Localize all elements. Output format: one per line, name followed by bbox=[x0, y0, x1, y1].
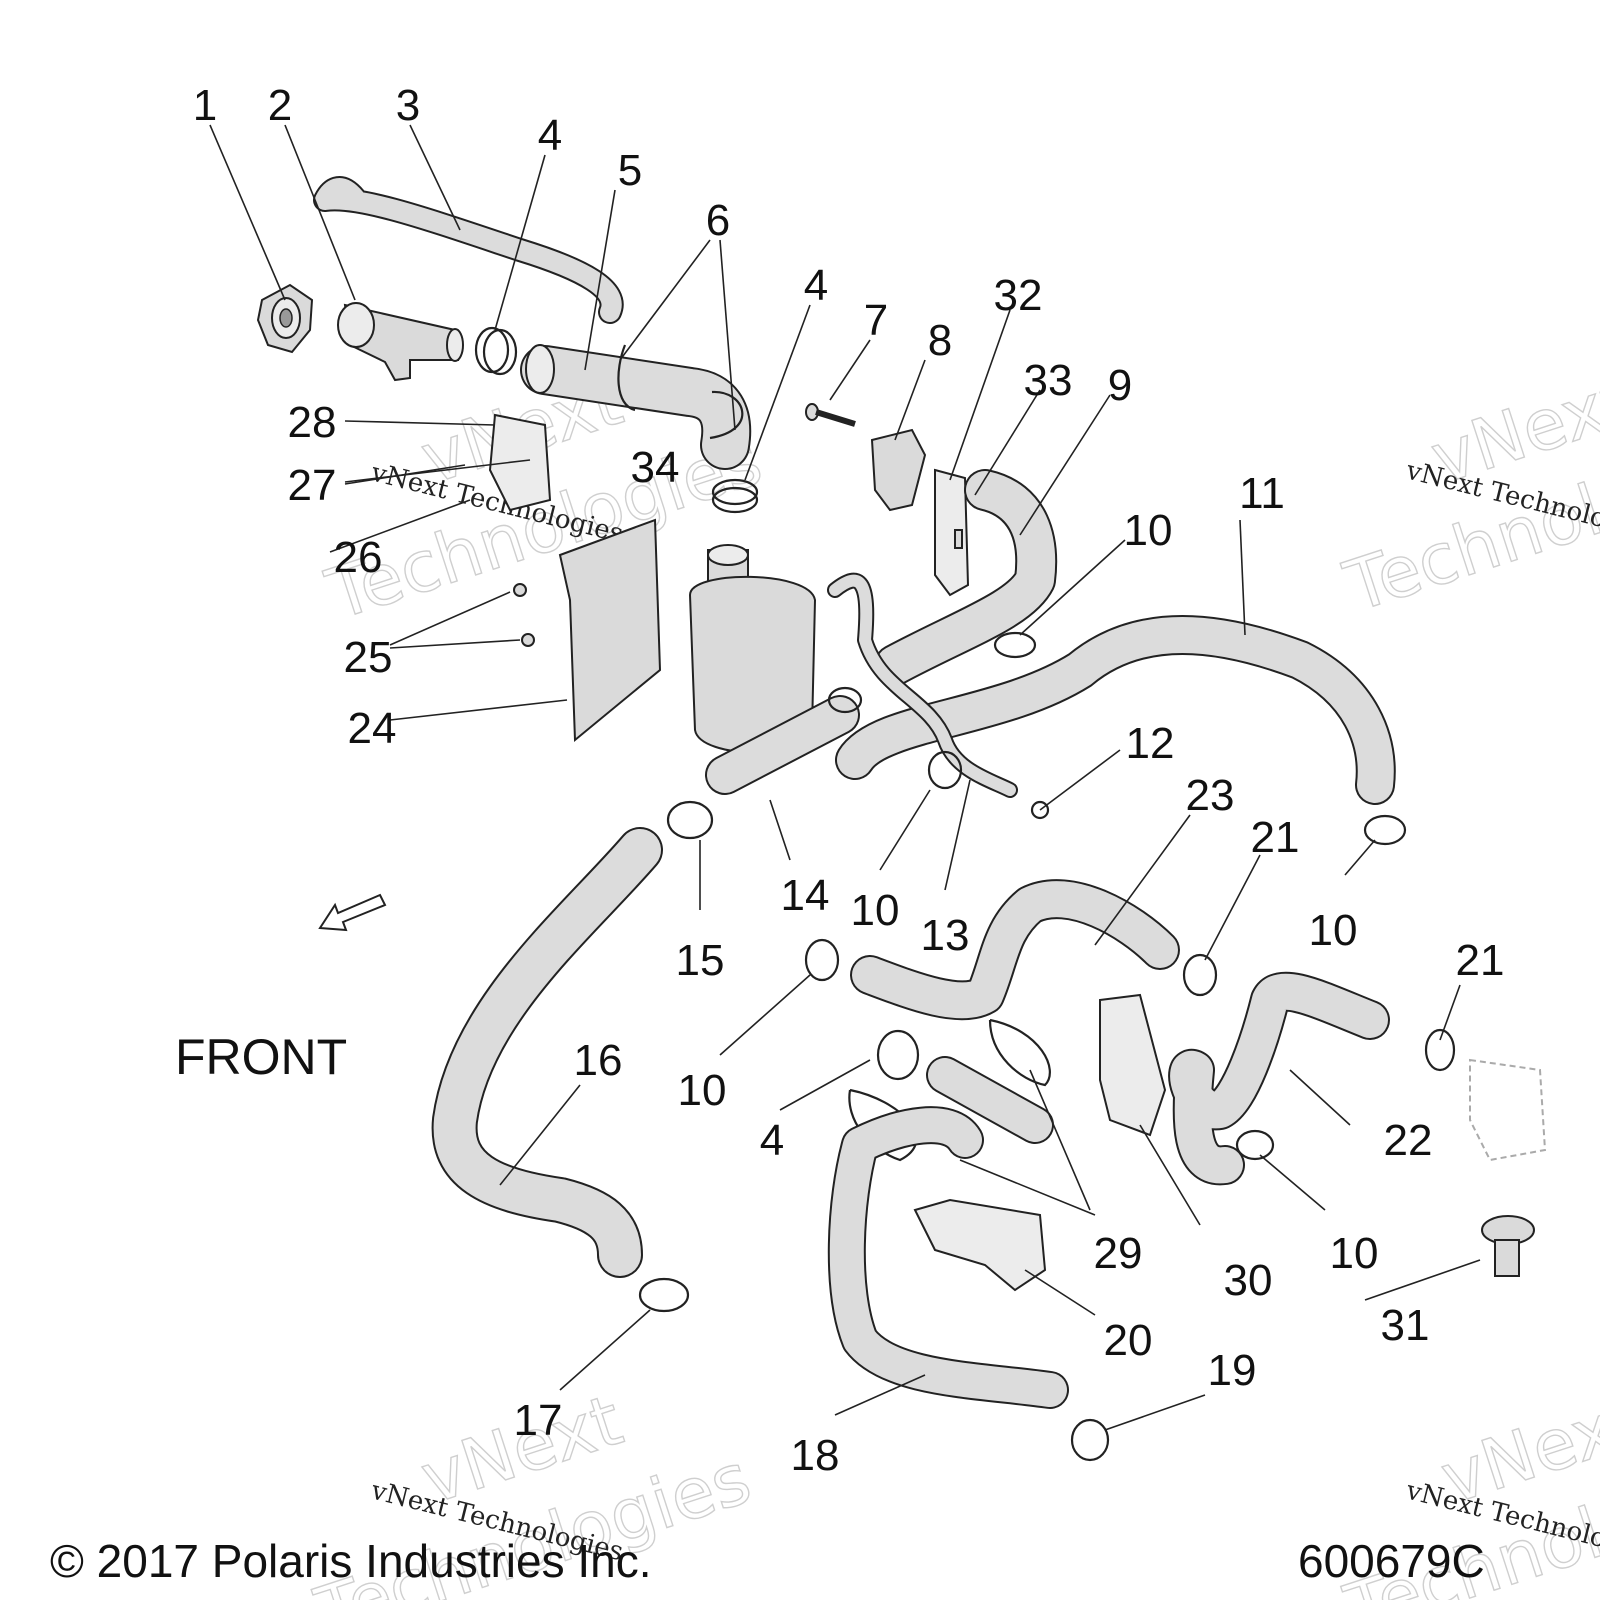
part-17-clamp bbox=[638, 1277, 690, 1313]
part-10-clamp-lower bbox=[804, 938, 840, 982]
callout-4: 4 bbox=[538, 111, 562, 160]
part-31-thermostat bbox=[1481, 1215, 1535, 1277]
leader-lines bbox=[209, 124, 1481, 1431]
part-15-clamp bbox=[666, 800, 714, 840]
part-4-clamp-b2 bbox=[711, 478, 759, 506]
callout-25: 25 bbox=[344, 633, 393, 682]
callout-18: 18 bbox=[791, 1431, 840, 1480]
callout-14: 14 bbox=[781, 871, 830, 920]
callout-13: 13 bbox=[921, 911, 970, 960]
front-arrow-icon bbox=[318, 893, 387, 932]
part-10-clamp bbox=[993, 631, 1037, 659]
callout-6: 6 bbox=[706, 196, 730, 245]
part-20-cover bbox=[913, 1198, 1047, 1292]
part-13-tube bbox=[827, 572, 1018, 798]
part-28-bracket bbox=[488, 413, 552, 512]
part-4-clamp-b bbox=[711, 486, 759, 514]
callout-2: 2 bbox=[268, 81, 292, 130]
watermark-top-right: vNext Technologies vNext Technologies bbox=[1334, 358, 1600, 629]
callout-11: 11 bbox=[1239, 469, 1285, 518]
callout-5: 5 bbox=[618, 146, 642, 195]
part-7-bolt bbox=[805, 403, 856, 427]
callout-26: 26 bbox=[334, 533, 383, 582]
part-10-clamp-right bbox=[1363, 814, 1407, 846]
callout-34: 34 bbox=[631, 443, 680, 492]
part-10-clamp-mid bbox=[827, 686, 863, 714]
part-23-hose bbox=[850, 879, 1180, 1021]
callout-10-d: 10 bbox=[678, 1066, 727, 1115]
callout-8: 8 bbox=[928, 316, 952, 365]
callout-7: 7 bbox=[864, 296, 888, 345]
callout-4-b: 4 bbox=[804, 261, 828, 310]
callout-10: 10 bbox=[1124, 506, 1173, 555]
callout-17: 17 bbox=[514, 1396, 563, 1445]
callout-19: 19 bbox=[1208, 1346, 1257, 1395]
front-label: FRONT bbox=[175, 1029, 347, 1085]
callout-22: 22 bbox=[1384, 1116, 1433, 1165]
callout-1: 1 bbox=[193, 81, 217, 130]
callout-33: 33 bbox=[1024, 356, 1073, 405]
callout-10-e: 10 bbox=[1330, 1229, 1379, 1278]
part-14-outlet bbox=[705, 695, 860, 795]
part-12-clamp bbox=[1030, 800, 1050, 820]
callout-20: 20 bbox=[1104, 1316, 1153, 1365]
part-1-pressure-cap bbox=[256, 283, 314, 354]
part-22-hose bbox=[1168, 971, 1390, 1186]
thermostat-housing-outline bbox=[1469, 1058, 1547, 1162]
callout-4-c: 4 bbox=[760, 1116, 784, 1165]
part-2-filler-neck bbox=[337, 302, 464, 382]
callout-30: 30 bbox=[1224, 1256, 1273, 1305]
callout-3: 3 bbox=[396, 81, 420, 130]
callout-15: 15 bbox=[676, 936, 725, 985]
part-8-bracket bbox=[870, 428, 927, 512]
callout-16: 16 bbox=[574, 1036, 623, 1085]
part-25-screw bbox=[513, 583, 527, 597]
part-32-bracket bbox=[934, 468, 970, 597]
copyright-text: © 2017 Polaris Industries Inc. bbox=[50, 1535, 652, 1587]
callout-10-b: 10 bbox=[851, 886, 900, 935]
part-33-bolt bbox=[954, 529, 963, 549]
callout-28: 28 bbox=[288, 398, 337, 447]
part-16-hose bbox=[431, 827, 663, 1278]
part-3-overflow-hose bbox=[313, 176, 624, 324]
part-4-clamp-lower bbox=[876, 1029, 920, 1081]
part-10-clamp-bottom bbox=[1235, 1129, 1275, 1161]
drawing-number: 600679C bbox=[1298, 1535, 1485, 1587]
part-29-hose-assembly bbox=[848, 1018, 1054, 1162]
part-21-clamp bbox=[1182, 953, 1218, 997]
part-4-clamp-inner bbox=[482, 328, 518, 376]
part-9-hose bbox=[874, 469, 1058, 686]
callout-9: 9 bbox=[1108, 361, 1132, 410]
callout-23: 23 bbox=[1186, 771, 1235, 820]
callout-21: 21 bbox=[1251, 813, 1300, 862]
part-21-clamp-right bbox=[1424, 1028, 1456, 1072]
part-6-strap bbox=[617, 344, 636, 412]
part-10-clamp-mid2 bbox=[927, 750, 963, 790]
part-24-heat-shield bbox=[558, 518, 662, 743]
part-4-clamp bbox=[474, 326, 510, 374]
callout-29: 29 bbox=[1094, 1229, 1143, 1278]
callout-32: 32 bbox=[994, 271, 1043, 320]
part-19-clamp bbox=[1070, 1418, 1110, 1462]
callout-labels: 1 2 3 4 5 6 4 7 8 32 33 9 28 34 27 26 10… bbox=[193, 81, 1505, 1480]
part-6-strap-2 bbox=[709, 390, 744, 440]
callout-27: 27 bbox=[288, 461, 337, 510]
callout-24: 24 bbox=[348, 704, 397, 753]
part-5-fill-hose bbox=[520, 344, 752, 470]
callout-10-c: 10 bbox=[1309, 906, 1358, 955]
callout-12: 12 bbox=[1126, 719, 1175, 768]
part-25-screw-2 bbox=[521, 633, 535, 647]
part-30-housing bbox=[1099, 993, 1167, 1137]
callout-31: 31 bbox=[1381, 1301, 1430, 1350]
callout-21-b: 21 bbox=[1456, 936, 1505, 985]
part-18-hose bbox=[827, 1106, 1069, 1409]
